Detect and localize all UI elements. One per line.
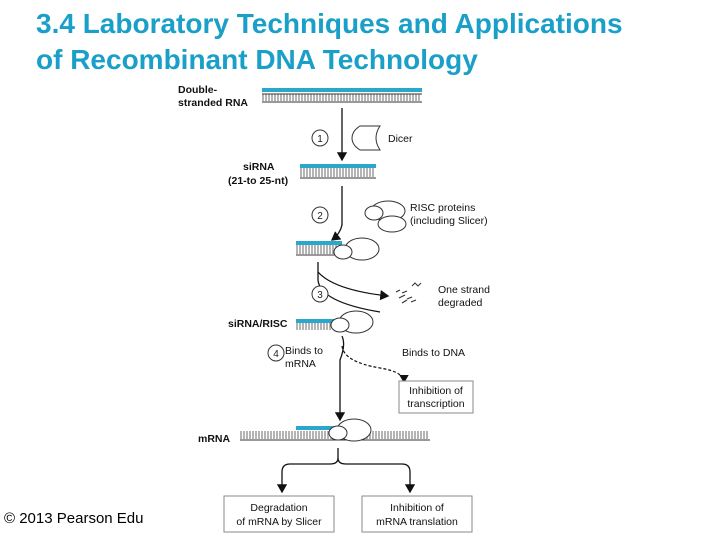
svg-text:4: 4 <box>273 349 279 360</box>
label-one-strand-2: degraded <box>438 297 483 309</box>
box-inhibition-translation-line1: Inhibition of <box>390 502 444 514</box>
arrow-binds-mrna <box>334 335 346 422</box>
sirna-risc-complex-2 <box>296 310 374 334</box>
title-line-2: of Recombinant DNA Technology <box>36 44 478 75</box>
arrow-binds-dna <box>341 345 409 384</box>
label-sirna-length: (21-to 25-nt) <box>228 175 288 187</box>
label-binds-mrna-2: mRNA <box>285 358 316 370</box>
step-1-marker: 1 <box>311 129 329 147</box>
label-sirna: siRNA <box>243 161 275 173</box>
label-dsrna-1: Double- <box>178 84 218 96</box>
dsrna-strand <box>262 88 422 103</box>
label-risc-1: RISC proteins <box>410 202 475 214</box>
arrow-to-degradation <box>276 448 339 494</box>
box-inhibition-translation-line2: mRNA translation <box>376 516 458 528</box>
label-binds-mrna-1: Binds to <box>285 345 323 357</box>
risc-proteins-shape <box>364 200 407 233</box>
mrna-strand <box>240 418 430 442</box>
arrow-step-3-main <box>317 262 381 313</box>
arrow-step-3-degraded <box>317 271 390 301</box>
label-sirna-risc: siRNA/RISC <box>228 318 288 330</box>
box-degradation-line2: of mRNA by Slicer <box>236 516 322 528</box>
label-dsrna-2: stranded RNA <box>178 97 248 109</box>
svg-text:3: 3 <box>317 290 323 301</box>
arrow-to-translation-inhibition <box>337 457 416 494</box>
degraded-strand-fragments <box>395 282 422 304</box>
box-inhibition-transcription <box>398 380 474 414</box>
label-dicer: Dicer <box>388 133 413 145</box>
step-4-marker: 4 <box>267 344 285 362</box>
step-2-marker: 2 <box>311 206 329 224</box>
label-risc-2: (including Slicer) <box>410 215 488 227</box>
label-one-strand-1: One strand <box>438 284 490 296</box>
svg-text:2: 2 <box>317 211 323 222</box>
box-inhibition-transcription-line1: Inhibition of <box>409 385 463 397</box>
label-binds-dna: Binds to DNA <box>402 347 465 359</box>
slide-title: 3.4 Laboratory Techniques and Applicatio… <box>36 6 716 78</box>
box-inhibition-transcription-line2: transcription <box>407 398 464 410</box>
copyright-footer: © 2013 Pearson Edu <box>4 510 144 527</box>
dicer-shape <box>351 125 381 151</box>
title-line-1: 3.4 Laboratory Techniques and Applicatio… <box>36 8 623 39</box>
label-mrna: mRNA <box>198 433 231 445</box>
step-3-marker: 3 <box>311 285 329 303</box>
svg-text:1: 1 <box>317 134 323 145</box>
box-degradation <box>223 495 335 533</box>
sirna-strand <box>300 164 376 179</box>
box-inhibition-translation <box>361 495 473 533</box>
arrow-step-2 <box>330 186 343 241</box>
sirna-risc-complex-1 <box>296 237 380 261</box>
box-degradation-line1: Degradation <box>250 502 307 514</box>
